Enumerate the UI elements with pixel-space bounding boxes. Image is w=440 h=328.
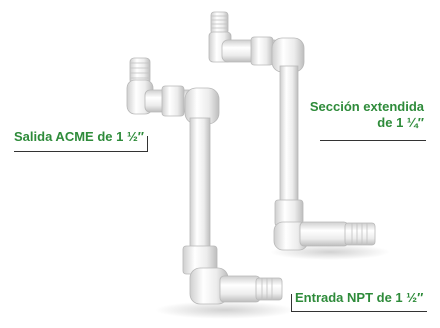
swing-joint-right [208, 11, 390, 260]
callout-rule-seccion [320, 140, 426, 141]
label-seccion-line2: de 1 ¼″ [377, 115, 424, 130]
callout-tick-entrada [291, 294, 292, 311]
label-seccion-line1: Sección extendida [309, 99, 424, 114]
swing-joint-left [126, 57, 295, 319]
bottom-nipple-left [255, 277, 283, 301]
label-entrada-npt: Entrada NPT de 1 ½″ [295, 290, 424, 305]
bottom-horizontal-right [299, 221, 349, 247]
long-pipe-right [279, 65, 299, 217]
label-seccion-extendida: Sección extendida de 1 ¼″ [310, 99, 424, 131]
label-salida-acme: Salida ACME de 1 ½″ [14, 129, 145, 144]
bottom-nipple-right [344, 222, 376, 246]
floor-shadow-left [155, 301, 295, 319]
top-nipple-right [210, 11, 229, 35]
callout-rule-entrada [291, 311, 427, 312]
callout-rule-salida [14, 151, 147, 152]
collar-left-top [161, 85, 185, 117]
collar-right-top [250, 36, 274, 66]
callout-tick-salida [147, 136, 148, 152]
long-pipe-left [189, 117, 211, 259]
bottom-horizontal-left [219, 275, 261, 303]
